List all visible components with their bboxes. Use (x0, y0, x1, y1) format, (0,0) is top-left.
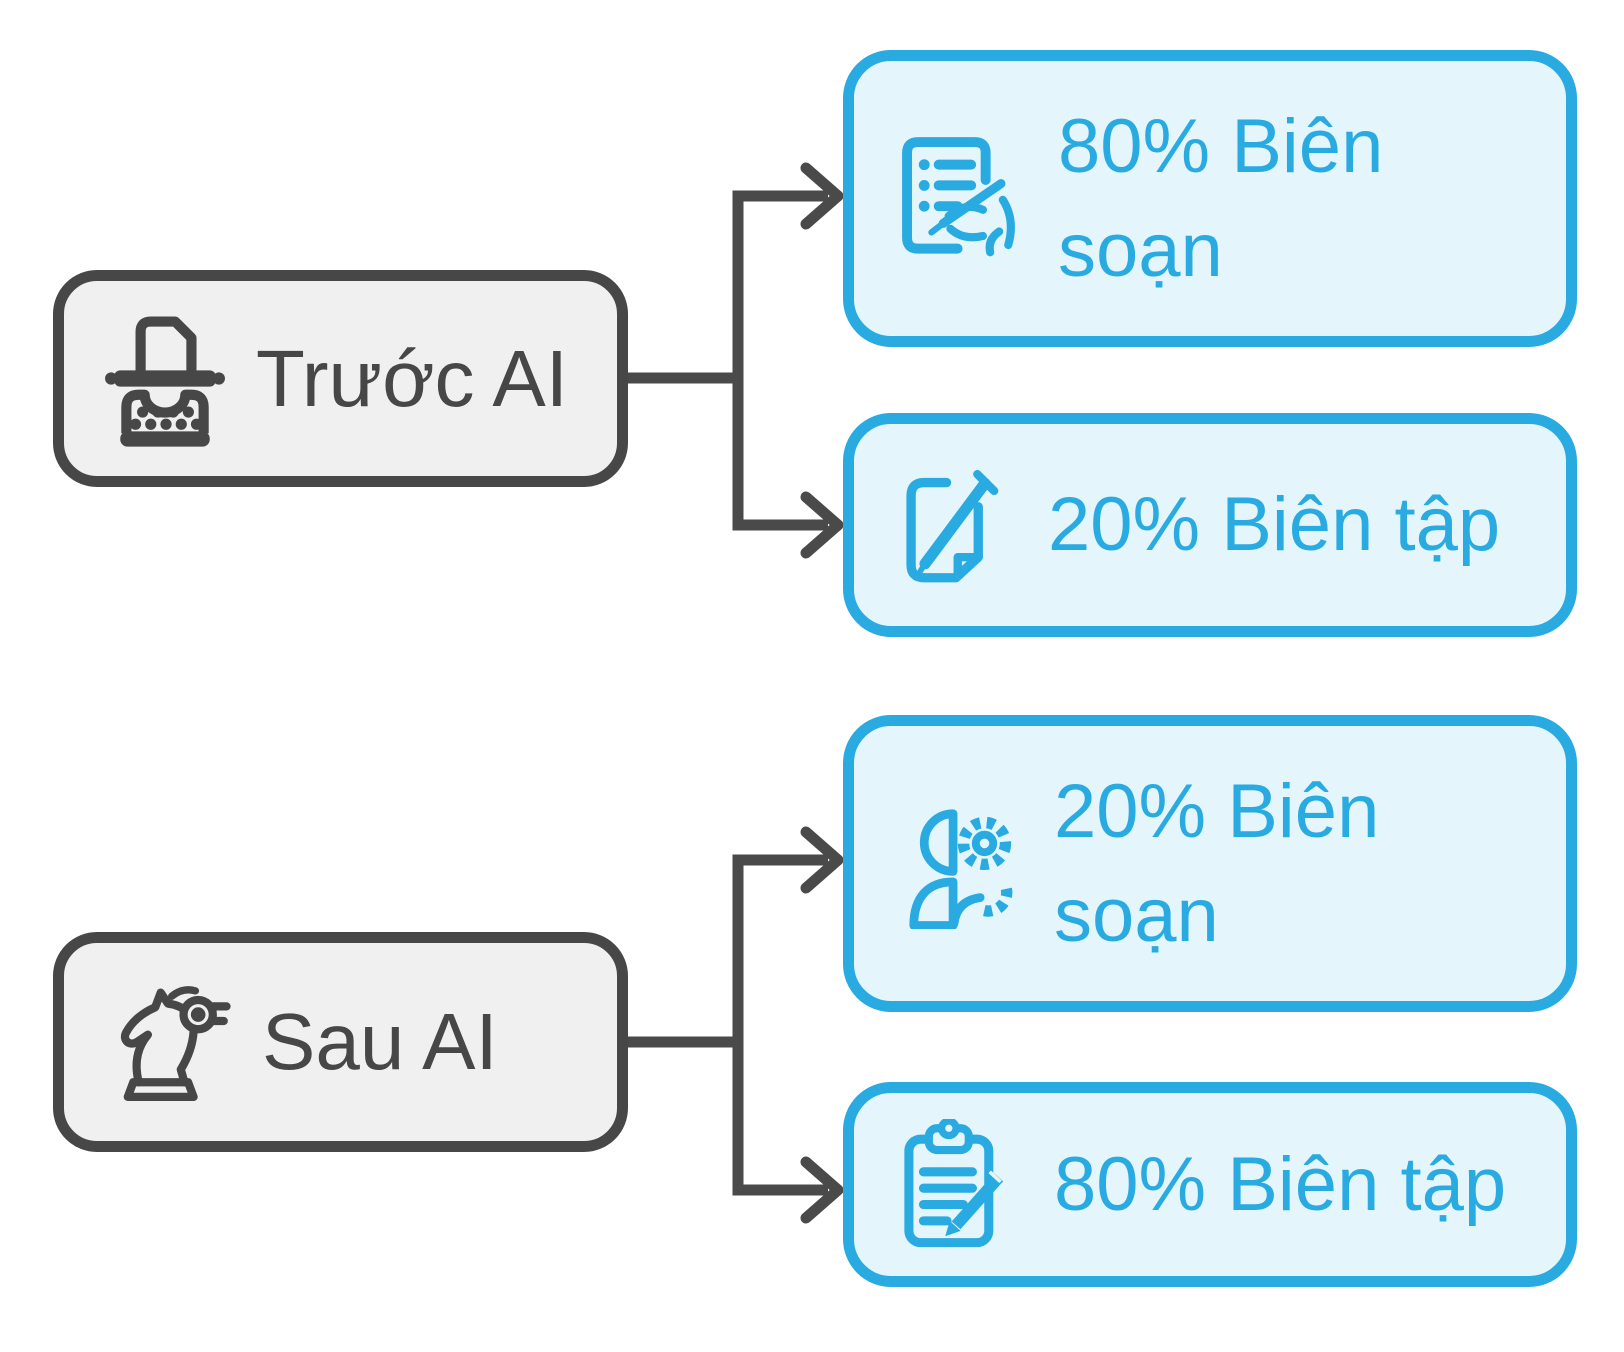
node-label: 20% Biên tập (1048, 473, 1500, 577)
node-label: 20% Biên soạn (1054, 760, 1379, 968)
node-label-line: soạn (1054, 872, 1219, 958)
node-label-line: 20% Biên tập (1048, 482, 1501, 567)
arrowhead-icon (800, 491, 844, 559)
node-label: Trước AI (256, 333, 568, 423)
typewriter-icon (104, 307, 226, 450)
connector-branches-truoc (732, 190, 828, 531)
document-pen-icon (898, 460, 1010, 591)
node-sau-ai: Sau AI (53, 932, 628, 1152)
node-truoc-ai: Trước AI (53, 270, 628, 487)
chess-knight-gear-icon (104, 976, 232, 1109)
node-80-bien-tap: 80% Biên tập (843, 1082, 1577, 1287)
document-writing-hand-icon (898, 133, 1020, 264)
arrowhead-icon (800, 826, 844, 894)
node-label: Sau AI (262, 997, 498, 1086)
node-80-bien-soan: 80% Biên soạn (843, 50, 1577, 347)
node-label-line: 80% Biên (1058, 103, 1384, 189)
node-label-line: 20% Biên (1054, 768, 1380, 854)
node-20-bien-soan: 20% Biên soạn (843, 715, 1577, 1012)
arrowhead-icon (800, 162, 844, 230)
connector-branches-sau (732, 854, 828, 1196)
person-gear-icon (898, 798, 1016, 930)
arrowhead-icon (800, 1156, 844, 1224)
node-20-bien-tap: 20% Biên tập (843, 413, 1577, 637)
clipboard-pencil-icon (898, 1116, 1016, 1251)
node-label: 80% Biên soạn (1058, 95, 1383, 303)
node-label-line: soạn (1058, 207, 1223, 293)
node-label: 80% Biên tập (1054, 1133, 1506, 1237)
node-label-line: 80% Biên tập (1054, 1141, 1507, 1227)
